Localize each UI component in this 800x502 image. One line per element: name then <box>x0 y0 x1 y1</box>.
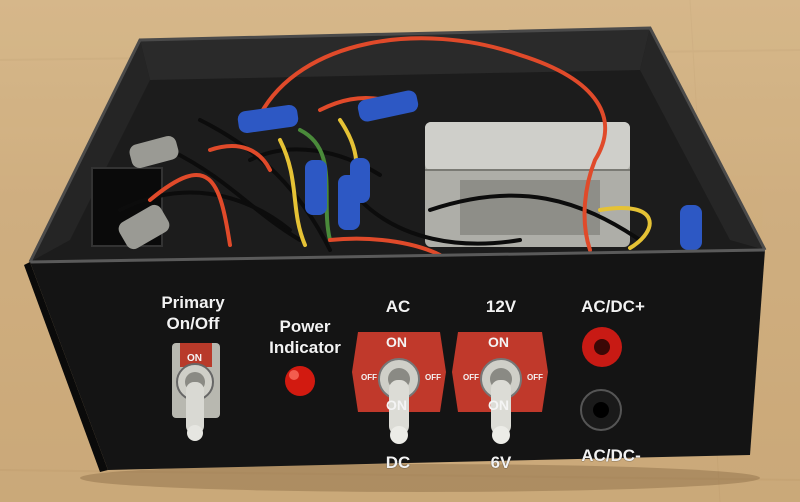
v-plate-on-bottom: ON <box>488 397 509 413</box>
primary-switch <box>172 343 220 441</box>
v-plate-on-top: ON <box>488 334 509 350</box>
ac-dc-plus-label: AC/DC+ <box>581 297 645 316</box>
ac-dc-minus-label: AC/DC- <box>581 446 641 465</box>
ac-dc-toggle-switch <box>352 332 446 444</box>
12v-label: 12V <box>485 297 517 316</box>
positive-jack <box>582 327 622 367</box>
dc-label: DC <box>385 453 411 472</box>
power-indicator-led <box>285 366 315 396</box>
primary-on-text: ON <box>187 353 202 364</box>
ac-plate-off-right: OFF <box>425 373 441 382</box>
transformer <box>425 122 630 247</box>
v-plate-off-left: OFF <box>463 373 479 382</box>
v-plate-off-right: OFF <box>527 373 543 382</box>
6v-label: 6V <box>490 453 512 472</box>
power-indicator-label: Power Indicator <box>269 317 341 357</box>
ac-plate-off-left: OFF <box>361 373 377 382</box>
interior-components <box>91 36 702 257</box>
voltage-toggle-switch <box>452 332 548 444</box>
negative-jack <box>580 389 622 431</box>
ac-label: AC <box>385 297 411 316</box>
ac-plate-on-bottom: ON <box>386 397 407 413</box>
primary-on-off-label: Primary On/Off <box>161 293 225 333</box>
ac-plate-on-top: ON <box>386 334 407 350</box>
wire-nuts <box>237 90 702 250</box>
